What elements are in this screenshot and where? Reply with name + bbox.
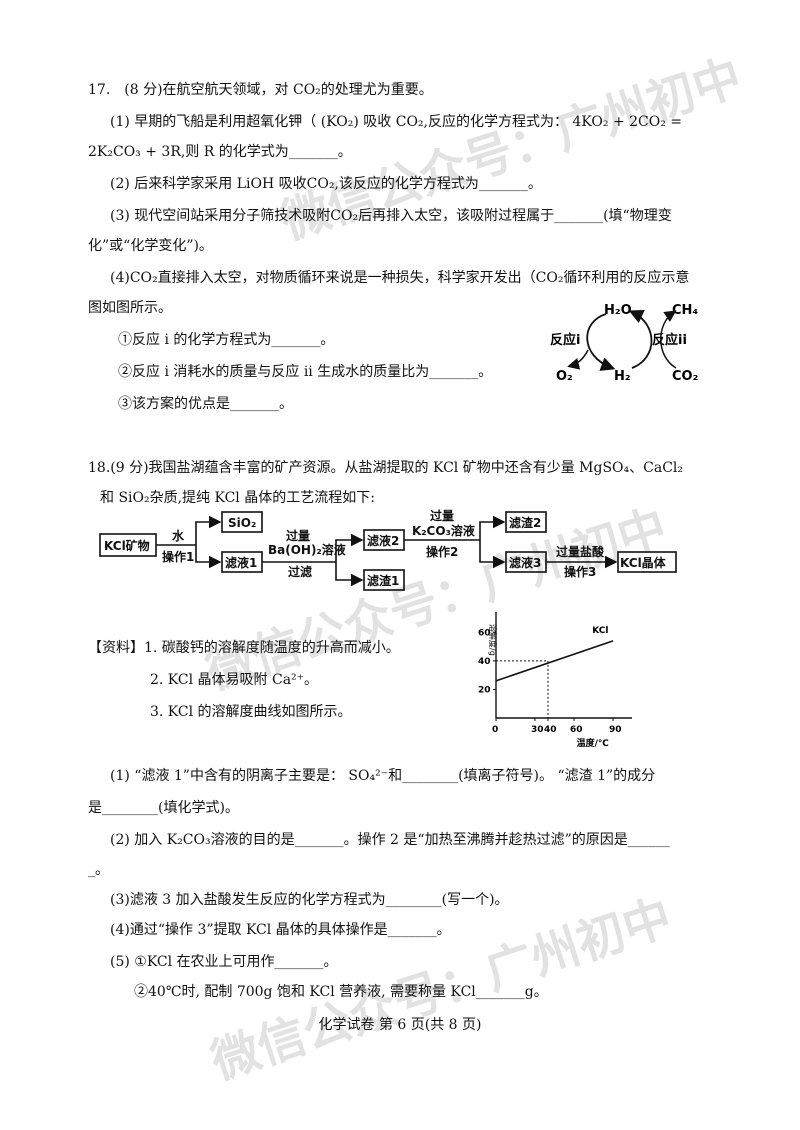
filter-label: 过滤 (288, 564, 312, 579)
co2-label: CO₂ (672, 369, 698, 384)
q17-part4-line2: 图如图所示。 (88, 300, 172, 316)
op1-label: 操作1 (162, 549, 194, 564)
filtrate3-label: 滤液3 (509, 555, 541, 570)
box-sio2 (221, 511, 263, 533)
kcl-solubility-line (495, 640, 614, 682)
y-axis-label: 溶解度/g (488, 624, 498, 656)
x-axis-label: 温度/℃ (577, 737, 609, 749)
box-residue-2 (505, 511, 547, 533)
residue2-label: 滤渣2 (509, 515, 541, 530)
series-label: KCl (592, 626, 608, 636)
y-tick-label: 40 (478, 657, 491, 667)
q18-sub4: (4)通过“操作 3”提取 KCl 晶体的具体操作是_______。 (110, 922, 451, 938)
q17-title: 17. (8 分)在航空航天领域，对 CO₂的处理尤为重要。 (88, 82, 433, 98)
box-residue-1 (363, 569, 405, 591)
q18-title: 18.(9 分)我国盐湖蕴含丰富的矿产资源。从盐湖提取的 KCl 矿物中还含有少… (88, 460, 684, 476)
x-tick-label: 40 (544, 725, 557, 735)
q18-sub3: (3)滤液 3 加入盐酸发生反应的化学方程式为________(写一个)。 (110, 892, 509, 908)
filtrate2-label: 滤液2 (367, 533, 399, 548)
q18-sub1-line1: (1) “滤液 1”中含有的阴离子主要是： SO₄²⁻和________(填离子… (110, 768, 656, 784)
reaction-ii-branch (660, 310, 677, 369)
kcl-crystal-label: KCl晶体 (620, 555, 667, 570)
ch4-label: CH₄ (672, 303, 698, 318)
q18-sub5-a: (5) ①KCl 在农业上可用作_______。 (110, 954, 338, 970)
q17-part1-line2: 2K₂CO₃ + 3R,则 R 的化学式为_______。 (88, 144, 352, 160)
q18-title-line2: 和 SiO₂杂质,提纯 KCl 晶体的工艺流程如下: (100, 490, 375, 506)
q17-part3-line2: 化”或“化学变化”)。 (88, 238, 213, 254)
x-tick-label: 0 (492, 725, 498, 735)
page-footer: 化学试卷 第 6 页(共 8 页) (318, 1017, 482, 1033)
x-tick-label: 30 (531, 725, 544, 735)
y-tick-label: 20 (478, 685, 491, 695)
box-kcl-crystal (617, 551, 677, 573)
residue1-label: 滤渣1 (367, 573, 399, 588)
info-item-3: 3. KCl 的溶解度曲线如图所示。 (150, 704, 352, 720)
q17-part4-line1: (4)CO₂直接排入太空，对物质循环来说是一种损失，科学家开发出（CO₂循环利用… (110, 270, 690, 286)
q17-part1-line1: (1) 早期的飞船是利用超氧化钾（ (KO₂) 吸收 CO₂,反应的化学方程式为… (110, 114, 683, 130)
hcl-label: 过量盐酸 (556, 544, 605, 559)
filtrate1-label: 滤液1 (225, 555, 257, 570)
kcl-mineral-label: KCl矿物 (104, 538, 150, 553)
baoh2-top-label: 过量 (286, 528, 310, 543)
q17-part2: (2) 后来科学家采用 LiOH 吸收CO₂,该反应的化学方程式为_______… (110, 176, 542, 192)
o2-label: O₂ (556, 369, 573, 384)
x-tick-label: 90 (609, 725, 622, 735)
k2co3-label: K₂CO₃溶液 (412, 523, 475, 538)
op3-label: 操作3 (564, 564, 596, 579)
q17-part4-sub2: ②反应 i 消耗水的质量与反应 ii 生成水的质量比为_______。 (118, 364, 493, 380)
q17-part4-sub1: ①反应 i 的化学方程式为_______。 (118, 332, 335, 348)
reaction-i-label: 反应i (550, 332, 580, 348)
water-label: 水 (172, 528, 185, 543)
reaction-i-branch (567, 349, 589, 370)
co2-cycle-diagram: H₂O CH₄ 反应i 反应ii O₂ H₂ CO₂ (550, 303, 698, 384)
k2co3-top-label: 过量 (430, 508, 454, 523)
q18-sub2-line2: _。 (88, 862, 109, 878)
info-item-2: 2. KCl 晶体易吸附 Ca²⁺。 (150, 672, 319, 688)
q18-sub5-b: ②40℃时, 配制 700g 饱和 KCl 营养液, 需要称量 KCl_____… (134, 984, 548, 1000)
x-tick-label: 60 (570, 725, 583, 735)
q17-part3-line1: (3) 现代空间站采用分子筛技术吸附CO₂后再排入太空，该吸附过程属于_____… (110, 208, 672, 224)
q18-sub2-line1: (2) 加入 K₂CO₃溶液的目的是_______。操作 2 是“加热至沸腾并趁… (110, 832, 670, 848)
y-tick-label: 60 (478, 628, 491, 638)
info-item-1: 1. 碳酸钙的溶解度随温度的升高而减小。 (144, 640, 400, 656)
reaction-ii-arc (628, 310, 653, 369)
info-label: 【资料】 (88, 640, 144, 656)
baoh2-label: Ba(OH)₂溶液 (268, 542, 346, 557)
q17-part4-sub3: ③该方案的优点是_______。 (118, 396, 293, 412)
reaction-ii-label: 反应ii (652, 332, 687, 348)
q18-sub1-line2: 是________(填化学式)。 (88, 800, 239, 816)
op2-label: 操作2 (426, 544, 458, 559)
info-line1: 【资料】1. 碳酸钙的溶解度随温度的升高而减小。 (88, 638, 400, 658)
h2-label: H₂ (614, 369, 631, 384)
h2o-label: H₂O (604, 303, 632, 318)
sio2-label: SiO₂ (228, 516, 256, 530)
process-flowchart: KCl矿物 水 操作1 SiO₂ 滤液1 过量 Ba(OH)₂溶液 过滤 滤液2… (99, 508, 677, 591)
reaction-i-arc (586, 313, 616, 371)
